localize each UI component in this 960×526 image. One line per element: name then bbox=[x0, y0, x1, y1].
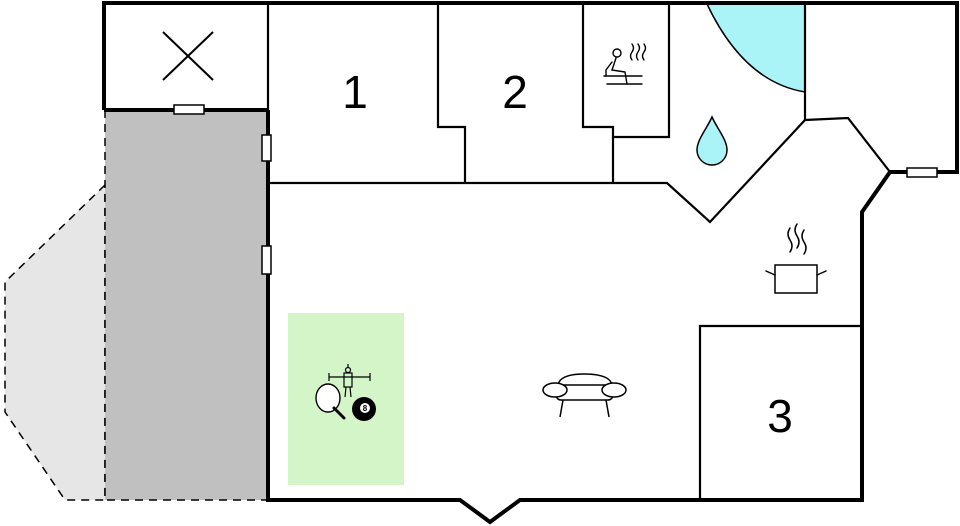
cross-icon bbox=[162, 31, 214, 81]
sauna-icon bbox=[603, 43, 647, 85]
room-3-label: 3 bbox=[767, 390, 793, 442]
window bbox=[261, 245, 272, 275]
water-drop-icon bbox=[696, 115, 728, 166]
outer-terrace bbox=[4, 183, 106, 501]
table-tennis-paddle bbox=[315, 383, 346, 420]
whirlpool bbox=[705, 3, 806, 93]
terrace-edge bbox=[104, 110, 268, 501]
room-2-label: 2 bbox=[502, 66, 528, 118]
games-icon: 8 bbox=[315, 364, 376, 421]
games-area bbox=[288, 313, 404, 485]
cooking-pot-icon bbox=[765, 223, 827, 294]
billiard-ball: 8 bbox=[352, 397, 376, 421]
window bbox=[173, 104, 205, 115]
windows bbox=[173, 104, 938, 275]
foosball-figure bbox=[328, 364, 371, 398]
svg-text:8: 8 bbox=[363, 404, 368, 413]
room-1-label: 1 bbox=[342, 66, 368, 118]
window bbox=[261, 134, 272, 162]
terrace bbox=[105, 110, 268, 500]
sofa-icon bbox=[542, 373, 627, 418]
window bbox=[906, 167, 938, 178]
